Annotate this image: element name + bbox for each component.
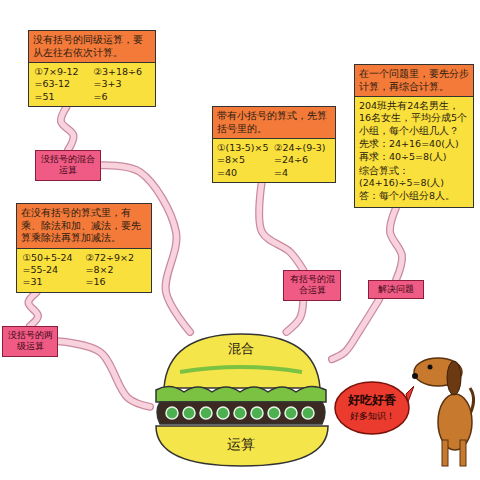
ribbon-connector: [28, 293, 38, 326]
ribbon-connector: [58, 341, 150, 407]
ribbon-connector: [259, 183, 303, 270]
cucumber-slice: [251, 407, 263, 419]
solution-line: 综合算式：(24+16)÷5=8(人): [359, 165, 469, 190]
solution-line: 先求：24+16=40(人): [359, 138, 469, 150]
card-heading: 在一个问题里，要先分步计算，再综合计算。: [355, 65, 473, 97]
topic-tag: 没括号的混合运算: [35, 150, 101, 181]
cucumber-slice: [200, 407, 212, 419]
dog-ear: [447, 361, 461, 395]
ribbon-fill: [58, 341, 150, 407]
ribbon-fill: [61, 107, 74, 150]
tag-text: 有括号的混合运算: [287, 274, 337, 297]
dog-nose: [412, 373, 418, 379]
bubble-text: 好吃好香: [334, 392, 410, 409]
ribbon-fill: [332, 299, 379, 359]
ribbon-outline: [390, 208, 402, 280]
rule-card: 带有小括号的算式，先算括号里的。①(13-5)×5 =8×5 =40②24÷(9…: [212, 106, 336, 183]
dog-illustration: [412, 358, 474, 466]
ribbon-fill: [390, 208, 402, 280]
ribbon-connector: [390, 208, 402, 280]
ribbon-connector: [61, 107, 74, 150]
ribbon-fill: [28, 293, 38, 326]
ribbon-outline: [61, 107, 74, 150]
dog-leg: [442, 440, 448, 466]
rule-card: 没有括号的同级运算，要从左往右依次计算。①7×9-12 =63-12 =51②3…: [28, 30, 156, 107]
equation-column: ①(13-5)×5 =8×5 =40: [217, 142, 274, 179]
bun-text: 混合: [150, 340, 332, 358]
bubble-text: 好多知识！: [334, 410, 410, 423]
cucumber-slice: [217, 407, 229, 419]
ribbon-connector: [287, 301, 304, 333]
card-heading: 在没有括号的算式里，有乘、除法和加、减法，要先算乘除法再算加减法。: [17, 204, 151, 249]
solution-line: 答：每个小组分8人。: [359, 190, 469, 202]
cucumber-slice: [166, 407, 178, 419]
ribbon-outline: [287, 301, 304, 333]
bun-stripe: [180, 367, 302, 372]
ribbon-fill: [259, 183, 303, 270]
card-body: 204班共有24名男生，16名女生，平均分成5个小组，每个小组几人？先求：24+…: [355, 97, 473, 207]
equation-column: ②3+18÷6 =3+3 =6: [94, 66, 150, 103]
patty: [157, 402, 325, 424]
rule-card: 在没有括号的算式里，有乘、除法和加、减法，要先算乘除法再算加减法。①50+5-2…: [16, 203, 152, 293]
ribbon-outline: [332, 299, 379, 359]
cucumber-slice: [183, 407, 195, 419]
topic-tag: 没括号的两级运算: [2, 326, 58, 357]
card-heading: 带有小括号的算式，先算括号里的。: [213, 107, 335, 139]
burger-node: 混合运算: [150, 332, 332, 468]
card-body: ①50+5-24 =55-24 =31②72÷9×2 =8×2 =16: [17, 249, 151, 292]
cucumber-slice: [268, 407, 280, 419]
topic-tag: 有括号的混合运算: [283, 270, 341, 301]
tag-text: 没括号的混合运算: [39, 154, 97, 177]
ribbon-outline: [28, 293, 38, 326]
card-body: ①(13-5)×5 =8×5 =40②24÷(9-3) =24÷6 =4: [213, 139, 335, 182]
equation-column: ①50+5-24 =55-24 =31: [23, 252, 83, 289]
solution-line: 204班共有24名男生，16名女生，平均分成5个小组，每个小组几人？: [359, 100, 469, 137]
dog-leg: [460, 440, 466, 466]
solution-line: 再求：40÷5=8(人): [359, 151, 469, 163]
rule-card: 在一个问题里，要先分步计算，再综合计算。204班共有24名男生，16名女生，平均…: [354, 64, 474, 208]
dog-eye: [428, 365, 433, 370]
card-heading: 没有括号的同级运算，要从左往右依次计算。: [29, 31, 155, 63]
ribbon-outline: [58, 341, 150, 407]
ribbon-fill: [287, 301, 304, 333]
tag-text: 没括号的两级运算: [6, 330, 54, 353]
topic-tag: 解决问题: [368, 280, 424, 299]
equation-column: ②72÷9×2 =8×2 =16: [86, 252, 146, 289]
lettuce: [156, 386, 326, 402]
speech-bubble: 好吃好香好多知识！: [334, 380, 414, 436]
bun-text: 运算: [150, 436, 332, 454]
tag-text: 解决问题: [372, 284, 420, 295]
cucumber-slice: [234, 407, 246, 419]
card-body: ①7×9-12 =63-12 =51②3+18÷6 =3+3 =6: [29, 63, 155, 106]
bubble-ellipse: [335, 382, 409, 434]
equation-column: ①7×9-12 =63-12 =51: [35, 66, 91, 103]
cucumber-slice: [285, 407, 297, 419]
equation-column: ②24÷(9-3) =24÷6 =4: [274, 142, 331, 179]
ribbon-connector: [332, 299, 379, 359]
ribbon-outline: [259, 183, 303, 270]
bubble-shape: [334, 380, 414, 436]
cucumber-slice: [302, 407, 314, 419]
